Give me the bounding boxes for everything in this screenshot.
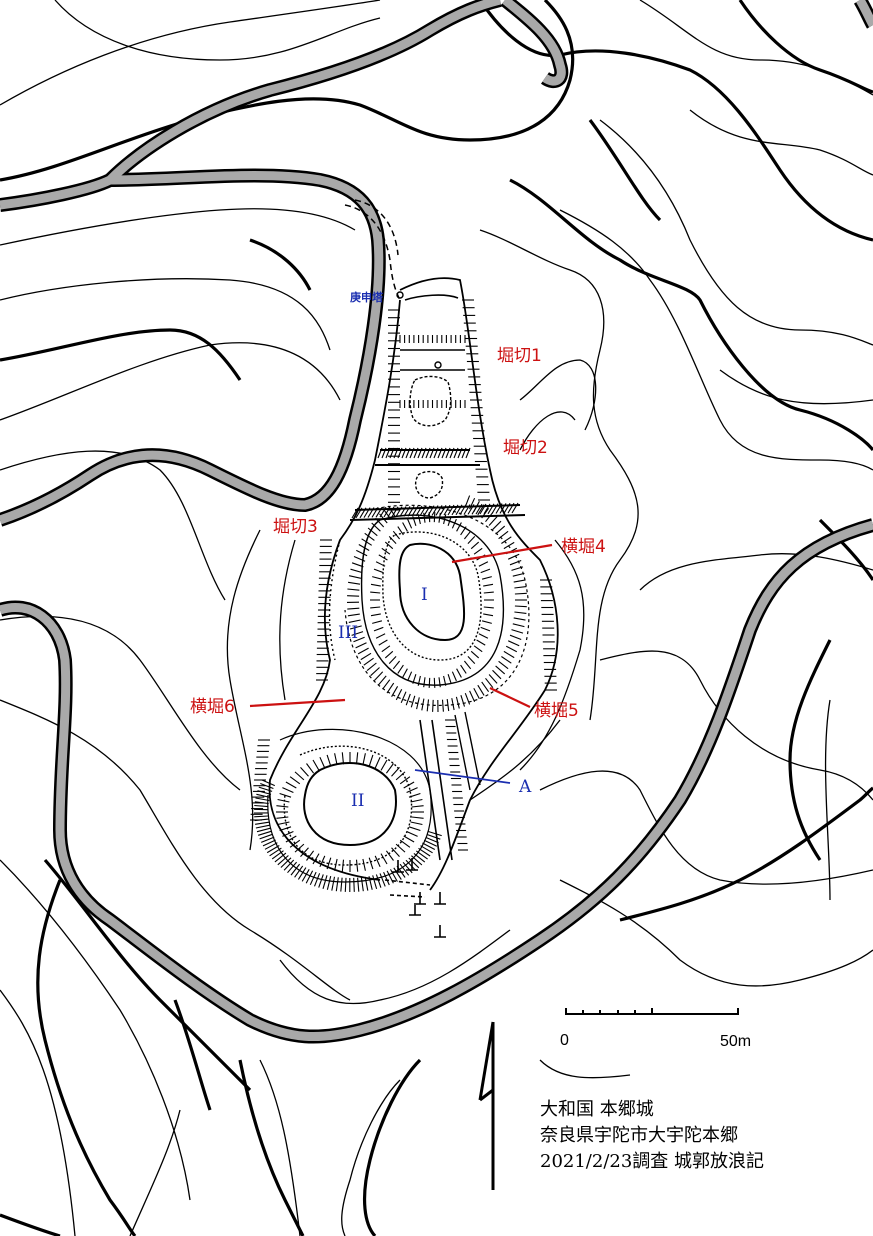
label-koshinto: 庚申塔 [350,290,384,304]
caption-title: 大和国 本郷城 [540,1099,654,1120]
scale-end-label: 50m [720,1033,751,1050]
label-point-a: A [518,777,532,797]
label-yokobori6: 横堀6 [190,697,235,717]
label-kuruwa-1: I [421,585,428,605]
label-yokobori5: 横堀5 [534,701,579,721]
label-horikiri2: 堀切2 [503,438,548,458]
red-leader-lines [249,543,553,708]
leader-a [414,769,511,784]
label-kuruwa-3: III [338,623,358,643]
label-horikiri3: 堀切3 [273,517,318,537]
leader-yokobori4 [451,543,553,564]
label-horikiri1: 堀切1 [497,346,542,366]
leader-yokobori6 [249,698,346,708]
north-arrow-icon [478,1021,495,1190]
map-caption: 大和国 本郷城 奈良県宇陀市大宇陀本郷 2021/2/23調査 城郭放浪記 [540,1097,840,1175]
caption-location: 奈良県宇陀市大宇陀本郷 [540,1125,738,1146]
scarp-hachures [250,299,557,892]
scale-start-label: 0 [560,1032,569,1049]
castle-ridge [267,199,559,891]
leader-yokobori5 [489,687,531,708]
label-kuruwa-2: II [351,791,364,811]
caption-survey: 2021/2/23調査 城郭放浪記 [540,1151,765,1172]
stump-marks [384,858,446,938]
scale-bar [565,1008,739,1015]
roads [0,0,873,1044]
label-yokobori4: 横堀4 [561,537,606,557]
